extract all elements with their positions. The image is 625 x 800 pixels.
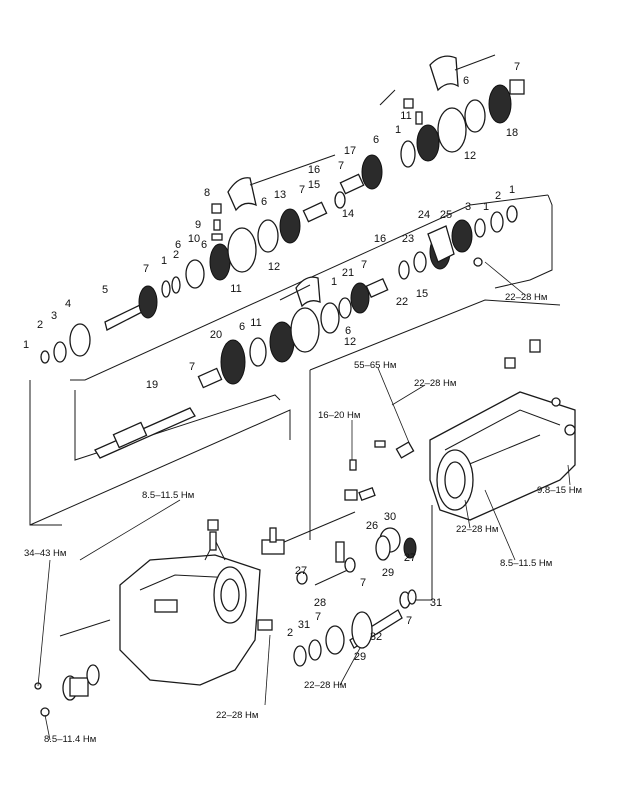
callout-9: 9 xyxy=(195,219,201,231)
callout-6: 6 xyxy=(201,239,207,251)
callout-7: 7 xyxy=(143,263,149,275)
callout-21: 21 xyxy=(342,267,354,279)
callout-7: 7 xyxy=(189,361,195,373)
torque-labels: 22–28 Нм 55–65 Нм 22–28 Нм 16–20 Нм 9.8–… xyxy=(24,292,582,745)
callout-12: 12 xyxy=(344,336,356,348)
callout-8: 8 xyxy=(204,187,210,199)
callout-7: 7 xyxy=(299,184,305,196)
callout-6: 6 xyxy=(261,196,267,208)
callout-11: 11 xyxy=(400,110,411,122)
callout-11: 11 xyxy=(230,283,241,295)
section-frames xyxy=(29,194,561,601)
callout-6: 6 xyxy=(239,321,245,333)
callout-17: 17 xyxy=(344,145,356,157)
torque-label: 22–28 Нм xyxy=(456,524,498,535)
callout-2: 2 xyxy=(173,249,179,261)
callout-15: 15 xyxy=(416,288,428,300)
callout-24: 24 xyxy=(418,209,430,221)
bell-housing xyxy=(34,519,261,717)
callout-7: 7 xyxy=(514,61,520,73)
callout-3: 3 xyxy=(51,310,57,322)
callout-27: 27 xyxy=(404,552,416,564)
callout-7: 7 xyxy=(406,615,412,627)
callout-28: 28 xyxy=(314,597,326,609)
callout-6: 6 xyxy=(345,325,351,337)
callout-16: 16 xyxy=(374,233,386,245)
torque-label: 22–28 Нм xyxy=(414,378,456,389)
torque-label: 22–28 Нм xyxy=(216,710,258,721)
callout-12: 12 xyxy=(464,150,476,162)
callout-6: 6 xyxy=(373,134,379,146)
callout-29: 29 xyxy=(354,651,366,663)
torque-label: 34–43 Нм xyxy=(24,548,66,559)
callout-14: 14 xyxy=(342,208,354,220)
callout-1: 1 xyxy=(483,201,489,213)
callout-1: 1 xyxy=(161,255,167,267)
callout-30: 30 xyxy=(384,511,396,523)
callout-labels: 1 2 3 4 5 6 7 1 2 6 10 9 8 11 12 6 13 7 … xyxy=(23,61,520,663)
torque-label: 8.5–11.4 Нм xyxy=(44,734,96,745)
callout-1: 1 xyxy=(331,276,337,288)
callout-1: 1 xyxy=(23,339,29,351)
callout-31: 31 xyxy=(298,619,310,631)
callout-7: 7 xyxy=(360,577,366,589)
callout-6: 6 xyxy=(175,239,181,251)
callout-20: 20 xyxy=(210,329,222,341)
callout-13: 13 xyxy=(274,189,286,201)
middle-shaft-parts xyxy=(94,205,518,459)
callout-31: 31 xyxy=(430,597,442,609)
callout-11: 11 xyxy=(250,317,261,329)
torque-label: 9.8–15 Нм xyxy=(537,485,582,496)
callout-27: 27 xyxy=(295,565,307,577)
callout-2: 2 xyxy=(37,319,43,331)
torque-label: 22–28 Нм xyxy=(505,292,547,303)
callout-19: 19 xyxy=(146,379,158,391)
torque-label: 55–65 Нм xyxy=(354,360,396,371)
callout-2: 2 xyxy=(495,190,501,202)
torque-label: 8.5–11.5 Нм xyxy=(500,558,552,569)
callout-7: 7 xyxy=(338,160,344,172)
shift-rod-parts xyxy=(261,440,417,586)
callout-4: 4 xyxy=(65,298,71,310)
callout-15: 15 xyxy=(308,179,320,191)
callout-1: 1 xyxy=(395,124,401,136)
output-shaft-parts xyxy=(257,589,417,667)
callout-16: 16 xyxy=(308,164,320,176)
callout-22: 22 xyxy=(396,296,408,308)
callout-26: 26 xyxy=(366,520,378,532)
callout-1: 1 xyxy=(509,184,515,196)
rear-case xyxy=(429,339,576,521)
callout-25: 25 xyxy=(440,209,452,221)
callout-12: 12 xyxy=(268,261,280,273)
callout-32: 32 xyxy=(370,631,382,643)
upper-shaft-parts xyxy=(40,54,525,364)
torque-label: 8.5–11.5 Нм xyxy=(142,490,194,501)
callout-18: 18 xyxy=(506,127,518,139)
callout-7: 7 xyxy=(361,259,367,271)
torque-label: 16–20 Нм xyxy=(318,410,360,421)
callout-29: 29 xyxy=(382,567,394,579)
callout-10: 10 xyxy=(188,233,200,245)
callout-3: 3 xyxy=(465,201,471,213)
torque-label: 22–28 Нм xyxy=(304,680,346,691)
callout-23: 23 xyxy=(402,233,414,245)
callout-6: 6 xyxy=(463,75,469,87)
callout-5: 5 xyxy=(102,284,108,296)
callout-7: 7 xyxy=(315,611,321,623)
leader-lines xyxy=(37,261,571,741)
callout-2: 2 xyxy=(287,627,293,639)
